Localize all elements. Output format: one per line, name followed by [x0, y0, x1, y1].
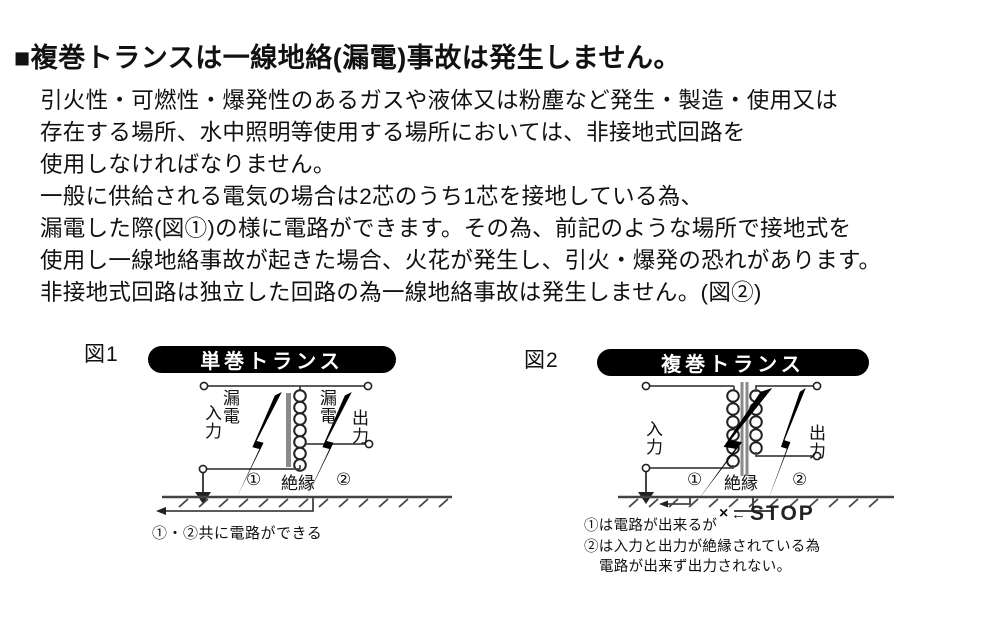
fig1-return-arrow — [156, 507, 166, 515]
body-line: 非接地式回路は独立した回路の為一線地絡事故は発生しません。(図②) — [40, 280, 762, 305]
fig1-input-label: 入力 — [202, 404, 221, 440]
figure1-circuit-diagram — [156, 381, 452, 515]
fig1-lightning-bolt-1 — [237, 392, 282, 498]
fig2-insulation-label: 絶縁 — [724, 474, 758, 493]
fig1-leak-left-label: 漏電 — [220, 389, 239, 425]
fig1-core — [286, 393, 291, 467]
fig2-output-label: 出力 — [806, 424, 825, 460]
figure1-label: 図1 — [84, 343, 119, 366]
fig2-caption-line: ①は電路が出来るが — [584, 518, 718, 534]
fig1-output-label: 出力 — [349, 409, 368, 445]
body-line: 使用し一線地絡事故が起きた場合、火花が発生し、引火・爆発の恐れがあります。 — [40, 248, 882, 273]
figure2-banner: 複巻トランス — [597, 349, 869, 376]
fig2-lightning-bolt-1 — [698, 388, 773, 501]
figure2-label: 図2 — [524, 349, 559, 372]
body-line: 使用しなければなりません。 — [40, 152, 336, 177]
fig1-terminals — [198, 381, 374, 474]
fig2-return-arrow — [659, 500, 668, 508]
fig2-lightning-bolt-2 — [767, 388, 806, 501]
figure2-circuit-diagram — [618, 381, 894, 512]
fig2-ground-hatch — [628, 498, 879, 508]
fig2-stop-arrow-icon: ← — [731, 506, 746, 523]
fig2-return-wire — [668, 497, 691, 505]
fig1-ground-hatch — [178, 498, 449, 508]
fig1-caption: ①・②共に電路ができる — [152, 525, 323, 542]
body-line: 漏電した際(図①)の様に電路ができます。その為、前記のような場所で接地式を — [40, 216, 852, 241]
fig2-output-bottom-wire — [755, 452, 817, 457]
fig2-core-bar-right — [745, 382, 749, 476]
fig1-lightning-bolt-2 — [307, 392, 352, 498]
body-line: 引火性・可燃性・爆発性のあるガスや液体又は粉塵など発生・製造・使用又は — [40, 88, 839, 113]
fig2-stop-x-icon: × — [719, 505, 729, 522]
fig1-coil — [293, 389, 307, 472]
fig2-stop-label: STOP — [750, 502, 815, 525]
fig2-input-label: 入力 — [643, 420, 662, 456]
fig2-circled-2: ② — [792, 470, 808, 489]
body-line: 存在する場所、水中照明等使用する場所においては、非接地式回路を — [40, 120, 746, 145]
fig2-input-bottom-wire — [646, 465, 734, 469]
figure2-banner-text: 複巻トランス — [661, 354, 805, 376]
fig2-caption-line: ②は入力と出力が絶縁されている為 — [584, 539, 821, 555]
figure1-banner: 単巻トランス — [148, 346, 396, 373]
fig1-return-wire — [166, 497, 314, 512]
fig1-insulation-label: 絶縁 — [281, 474, 315, 493]
fig1-circled-2: ② — [336, 470, 352, 489]
fig2-terminals — [641, 381, 822, 473]
fig2-circled-1: ① — [687, 470, 703, 489]
figure1-banner-text: 単巻トランス — [200, 351, 344, 373]
body-line: 一般に供給される電気の場合は2芯のうち1芯を接地している為、 — [40, 184, 704, 209]
fig2-output-top-wire — [755, 385, 817, 392]
fig2-core-bar-left — [740, 382, 744, 476]
page-title: ■複巻トランスは一線地絡(漏電)事故は発生しません。 — [14, 43, 681, 73]
fig2-caption-line: 電路が出来ず出力されない。 — [599, 559, 792, 575]
fig1-leak-right-label: 漏電 — [317, 389, 336, 425]
body-paragraph: 引火性・可燃性・爆発性のあるガスや液体又は粉塵など発生・製造・使用又は 存在する… — [40, 85, 960, 309]
fig1-circled-1: ① — [246, 470, 262, 489]
